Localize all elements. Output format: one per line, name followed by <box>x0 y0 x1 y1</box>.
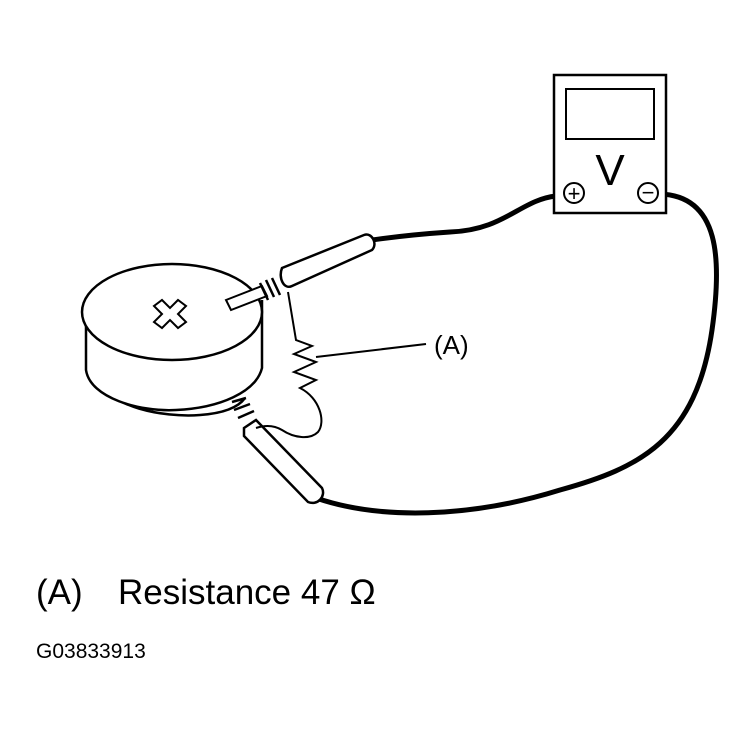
cross-symbol-icon <box>152 298 188 330</box>
callout-label: (A) <box>434 330 469 360</box>
voltmeter-display <box>565 88 655 140</box>
wire-negative <box>313 191 720 516</box>
upper-probe-handle <box>279 233 376 289</box>
figure-code: G03833913 <box>36 640 146 663</box>
legend-text: Resistance 47 Ω <box>118 573 376 612</box>
callout-leader-line <box>315 343 427 358</box>
voltmeter: V + − <box>552 73 668 215</box>
lower-connector-ridges <box>231 396 255 420</box>
voltmeter-label: V <box>595 146 625 195</box>
resistor-element <box>255 291 323 438</box>
wire-positive <box>369 193 559 243</box>
positive-terminal-symbol: + <box>568 181 581 206</box>
lower-probe-handle <box>242 418 325 505</box>
upper-connector-ridges <box>258 277 282 301</box>
negative-terminal <box>637 182 659 204</box>
positive-terminal <box>563 182 585 204</box>
upper-probe <box>224 233 376 312</box>
lower-probe <box>231 396 325 505</box>
negative-terminal-symbol: − <box>642 180 655 205</box>
legend: (A) Resistance 47 Ω <box>36 573 376 613</box>
component-body <box>80 262 264 417</box>
legend-key: (A) <box>36 573 83 612</box>
